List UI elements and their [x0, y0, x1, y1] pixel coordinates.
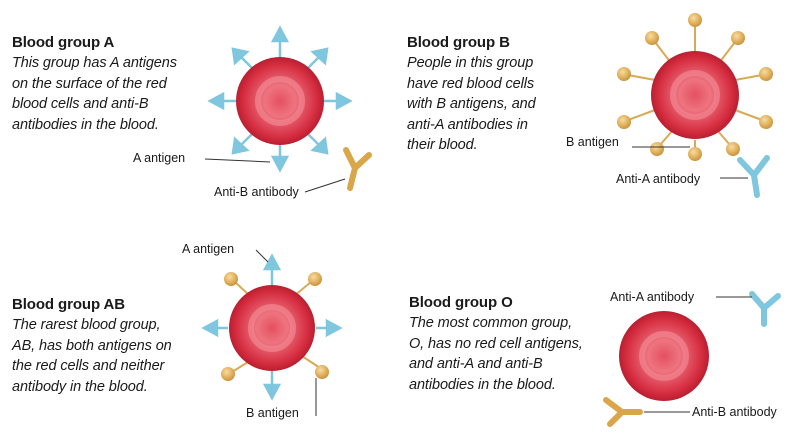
group-a-red-cell [236, 57, 324, 145]
group-b-description: People in this group have red blood cell… [407, 53, 597, 156]
a-antigen-head [270, 25, 290, 43]
desc-line: antibodies in the blood. [409, 376, 556, 393]
group-o-description: The most common group, O, has no red cel… [409, 313, 624, 395]
desc-line: antibody in the blood. [12, 378, 148, 395]
a-antigen-head [270, 155, 290, 173]
group-b-antigens [627, 24, 763, 150]
group-b-diagram [617, 13, 773, 198]
group-b-panel: Blood group B People in this group have … [407, 34, 597, 156]
group-a-description: This group has A antigens on the surface… [12, 53, 237, 135]
desc-line: People in this group [407, 55, 534, 71]
desc-line: anti-A antibodies in [407, 116, 528, 133]
desc-line: The most common group, [409, 315, 573, 331]
a-antigen-head [310, 47, 329, 66]
group-ab-diagram [201, 249, 343, 416]
group-ab-a-antigen-label: A antigen [182, 242, 235, 256]
group-o-diagram [603, 291, 781, 427]
group-b-antigen-heads [617, 13, 773, 161]
group-b-antigen-label: B antigen [566, 135, 619, 149]
group-a-diagram [204, 25, 372, 193]
group-o-anti-b-label: Anti-B antibody [692, 405, 777, 419]
group-ab-title: Blood group AB [12, 296, 126, 313]
group-o-panel: Blood group O The most common group, O, … [409, 294, 624, 395]
ab-a-antigen-leader [255, 249, 269, 263]
desc-line: O, has no red cell antigens, [409, 335, 583, 352]
a-antigen-head [335, 91, 353, 111]
a-antigen-head [207, 91, 225, 111]
group-a-antigens [207, 25, 353, 173]
anti-b-antibody [343, 147, 372, 191]
desc-line: antibodies in the blood. [12, 116, 159, 133]
desc-line: with B antigens, and [407, 96, 536, 112]
a-antigen-head [231, 136, 250, 155]
a-antigen-leader [204, 158, 271, 163]
anti-a-antibody [737, 155, 770, 198]
desc-line: This group has A antigens [12, 55, 177, 71]
desc-line: on the surface of the red [12, 75, 167, 92]
group-b-title: Blood group B [407, 34, 510, 51]
group-a-panel: Blood group A This group has A antigens … [12, 34, 237, 135]
group-ab-b-antigen-heads [221, 272, 329, 381]
desc-line: their blood. [407, 137, 478, 153]
a-antigen-head [310, 136, 329, 155]
group-a-antibody-label: Anti-B antibody [214, 185, 299, 199]
group-o-red-cell [619, 311, 709, 401]
group-ab-description: The rarest blood group, AB, has both ant… [12, 315, 217, 397]
group-ab-b-antigen-label: B antigen [246, 406, 299, 420]
desc-line: and anti-A and anti-B [409, 356, 543, 372]
group-o-title: Blood group O [409, 294, 513, 311]
group-b-antibody-label: Anti-A antibody [616, 172, 701, 186]
group-a-title: Blood group A [12, 34, 115, 51]
desc-line: AB, has both antigens on [12, 337, 172, 354]
desc-line: The rarest blood group, [12, 317, 161, 333]
group-a-antigen-label: A antigen [133, 151, 186, 165]
desc-line: blood cells and anti-B [12, 96, 149, 112]
anti-a-antibody [749, 291, 781, 327]
a-antigen-head [231, 47, 250, 66]
group-b-red-cell [651, 51, 739, 139]
group-ab-panel: Blood group AB The rarest blood group, A… [12, 296, 217, 397]
group-o-anti-a-label: Anti-A antibody [610, 290, 695, 304]
anti-b-antibody [603, 397, 643, 427]
anti-b-leader [304, 178, 346, 193]
desc-line: have red blood cells [407, 75, 534, 92]
group-ab-a-antigens [201, 253, 343, 401]
group-ab-red-cell [229, 285, 315, 371]
desc-line: the red cells and neither [12, 358, 165, 374]
